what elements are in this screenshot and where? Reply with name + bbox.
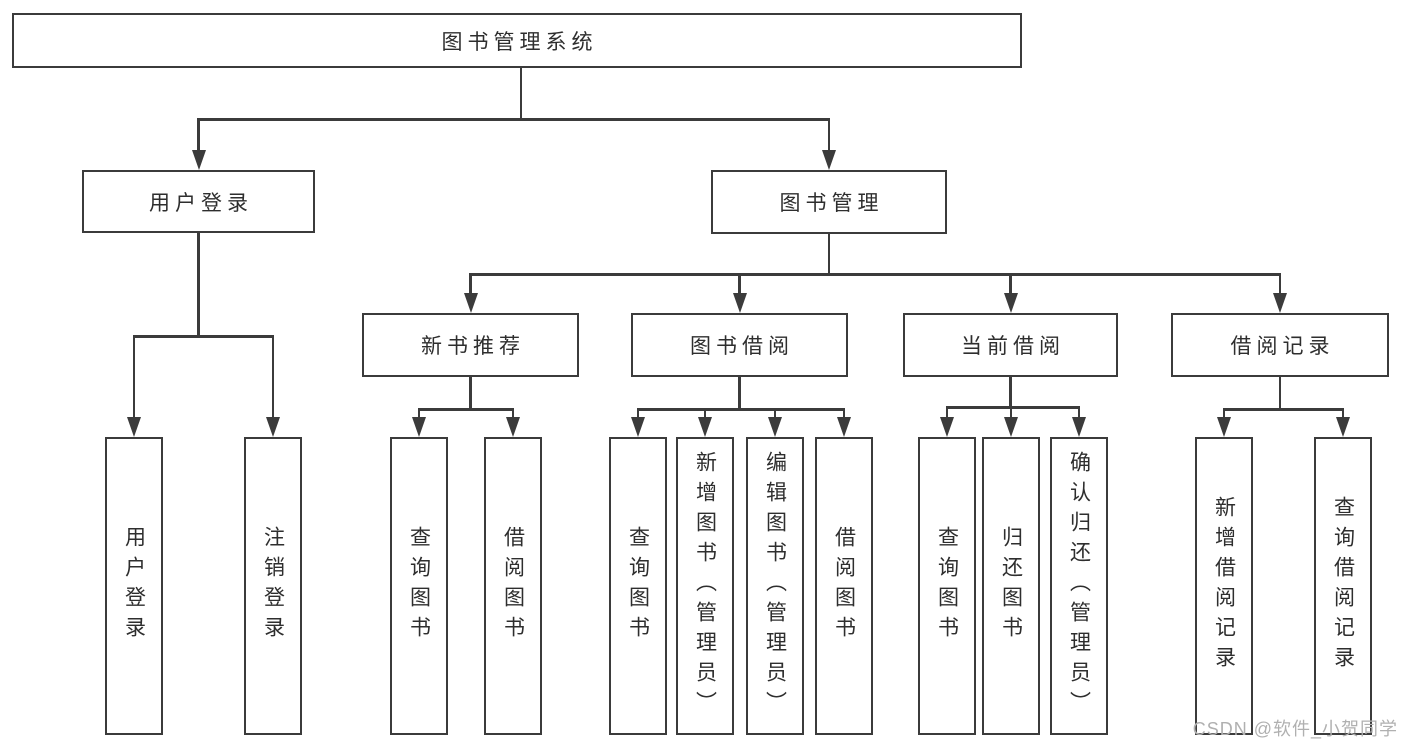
connector-hline bbox=[1222, 408, 1345, 411]
arrowhead-down bbox=[1336, 417, 1350, 437]
csdn-watermark: CSDN @软件_小贺同学 bbox=[1192, 719, 1398, 739]
leaf-borrow-books-recommend: 借阅图书 bbox=[484, 437, 542, 735]
leaf-label: 编辑图书（管理员） bbox=[763, 451, 787, 721]
arrowhead-down bbox=[732, 293, 747, 313]
arrowhead-down bbox=[412, 417, 426, 437]
node-user-login: 用户登录 bbox=[82, 170, 315, 233]
leaf-label: 查询图书 bbox=[935, 526, 959, 646]
connector-vline bbox=[469, 377, 472, 408]
node-book-management: 图书管理 bbox=[711, 170, 947, 234]
connector-vline bbox=[519, 68, 523, 118]
leaf-query-books-recommend: 查询图书 bbox=[390, 437, 448, 735]
leaf-label: 查询借阅记录 bbox=[1331, 496, 1355, 676]
leaf-label: 查询图书 bbox=[407, 526, 431, 646]
connector-stem bbox=[738, 273, 741, 293]
node-label: 图书管理 bbox=[779, 192, 884, 215]
node-library-management-system: 图书管理系统 bbox=[12, 13, 1022, 68]
node-borrowing-records: 借阅记录 bbox=[1171, 313, 1389, 377]
connector-hline bbox=[132, 335, 275, 338]
leaf-query-books-borrowing: 查询图书 bbox=[609, 437, 667, 735]
connector-stem bbox=[511, 408, 515, 417]
connector-hline bbox=[197, 118, 831, 121]
node-book-borrowing: 图书借阅 bbox=[631, 313, 848, 377]
connector-vline bbox=[197, 233, 200, 335]
arrowhead-down bbox=[506, 417, 520, 437]
connector-vline bbox=[1009, 377, 1012, 406]
connector-stem bbox=[1222, 408, 1226, 417]
node-new-book-recommend: 新书推荐 bbox=[362, 313, 579, 377]
connector-stem bbox=[197, 118, 200, 150]
leaf-query-books-current: 查询图书 bbox=[918, 437, 976, 735]
connector-stem bbox=[636, 408, 640, 417]
connector-stem bbox=[945, 406, 949, 417]
arrowhead-down bbox=[1217, 417, 1231, 437]
connector-hline bbox=[469, 273, 1282, 276]
node-label: 用户登录 bbox=[149, 191, 253, 215]
leaf-label: 查询图书 bbox=[626, 526, 650, 646]
leaf-user-login: 用户登录 bbox=[105, 437, 163, 735]
leaf-label: 确认归还（管理员） bbox=[1067, 451, 1091, 721]
arrowhead-down bbox=[1003, 293, 1018, 313]
leaf-label: 注销登录 bbox=[261, 526, 285, 646]
arrowhead-down bbox=[463, 293, 478, 313]
arrowhead-down bbox=[1004, 417, 1018, 437]
leaf-label: 新增借阅记录 bbox=[1212, 496, 1236, 676]
leaf-return-book: 归还图书 bbox=[982, 437, 1040, 735]
arrowhead-down bbox=[127, 417, 141, 437]
connector-stem bbox=[1341, 408, 1345, 417]
connector-stem bbox=[1009, 273, 1012, 293]
arrowhead-down bbox=[631, 417, 645, 437]
arrowhead-down bbox=[698, 417, 712, 437]
leaf-label: 用户登录 bbox=[122, 526, 146, 646]
leaf-logout: 注销登录 bbox=[244, 437, 302, 735]
leaf-label: 借阅图书 bbox=[832, 526, 856, 646]
leaf-label: 借阅图书 bbox=[501, 526, 525, 646]
leaf-edit-book-admin: 编辑图书（管理员） bbox=[746, 437, 804, 735]
leaf-label: 新增图书（管理员） bbox=[693, 451, 717, 721]
arrowhead-down bbox=[191, 150, 206, 170]
arrowhead-down bbox=[1072, 417, 1086, 437]
connector-hline bbox=[417, 408, 515, 411]
leaf-label: 归还图书 bbox=[999, 526, 1023, 646]
connector-stem bbox=[132, 335, 136, 417]
connector-stem bbox=[469, 273, 472, 293]
node-current-borrowing: 当前借阅 bbox=[903, 313, 1118, 377]
connector-hline bbox=[945, 406, 1080, 409]
node-label: 当前借阅 bbox=[961, 335, 1065, 358]
connector-stem bbox=[827, 118, 831, 150]
node-label: 图书管理系统 bbox=[441, 30, 598, 54]
arrowhead-down bbox=[940, 417, 954, 437]
arrowhead-down bbox=[266, 417, 280, 437]
leaf-query-borrow-record: 查询借阅记录 bbox=[1314, 437, 1372, 735]
arrowhead-down bbox=[837, 417, 851, 437]
node-label: 图书借阅 bbox=[690, 335, 794, 358]
node-label: 新书推荐 bbox=[421, 335, 525, 358]
connector-vline bbox=[738, 377, 741, 408]
arrowhead-down bbox=[768, 417, 782, 437]
connector-stem bbox=[842, 408, 846, 417]
connector-stem bbox=[271, 335, 275, 417]
connector-stem bbox=[773, 408, 777, 417]
connector-stem bbox=[1278, 273, 1282, 293]
connector-stem bbox=[1077, 406, 1081, 417]
arrowhead-down bbox=[1273, 293, 1287, 313]
connector-stem bbox=[1009, 406, 1013, 417]
node-label: 借阅记录 bbox=[1230, 335, 1335, 358]
leaf-add-borrow-record: 新增借阅记录 bbox=[1195, 437, 1253, 735]
connector-vline bbox=[1278, 377, 1282, 408]
connector-hline bbox=[636, 408, 846, 411]
connector-stem bbox=[417, 408, 421, 417]
leaf-confirm-return-admin: 确认归还（管理员） bbox=[1050, 437, 1108, 735]
leaf-add-book-admin: 新增图书（管理员） bbox=[676, 437, 734, 735]
arrowhead-down bbox=[822, 150, 836, 170]
connector-vline bbox=[827, 234, 831, 273]
leaf-borrow-books-borrowing: 借阅图书 bbox=[815, 437, 873, 735]
connector-stem bbox=[703, 408, 707, 417]
